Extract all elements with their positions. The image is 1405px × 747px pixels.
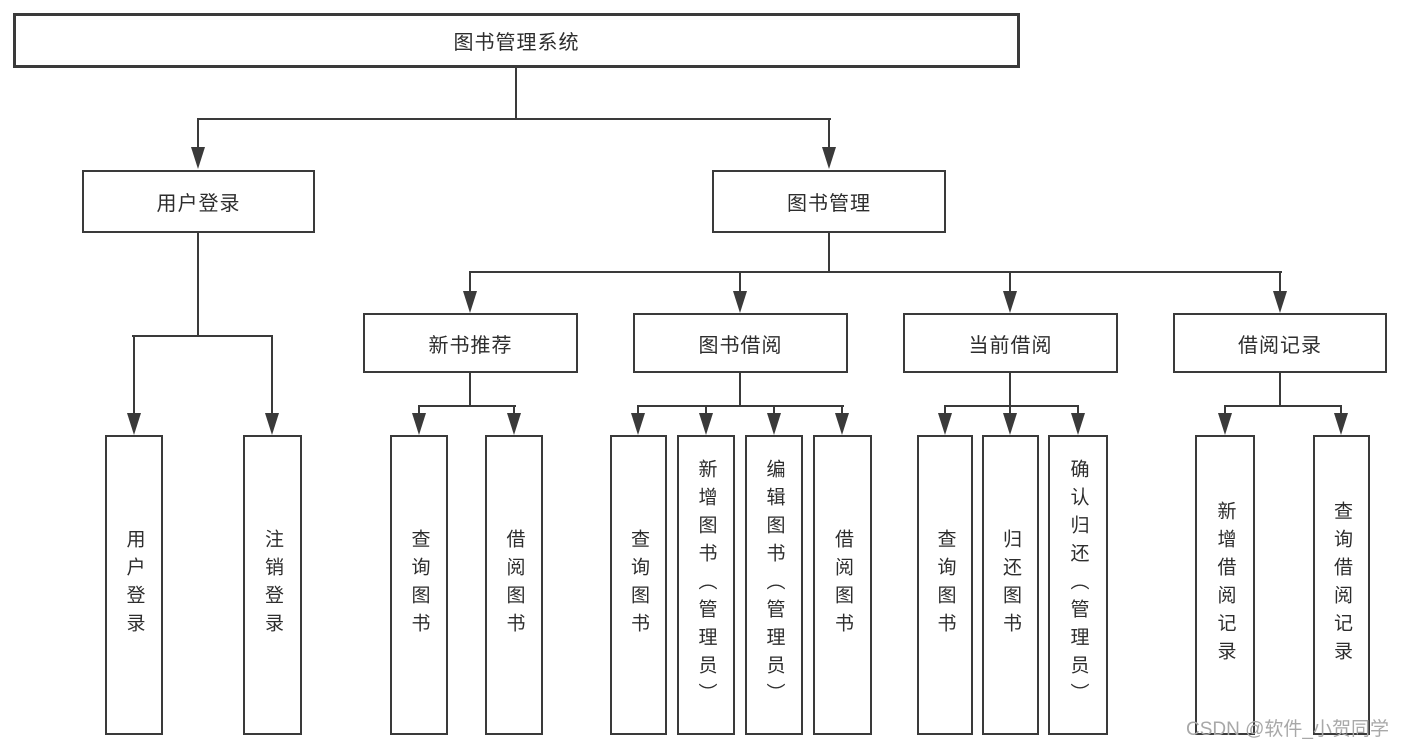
leaf-records-add-record: 新增借阅记录 [1195,435,1255,735]
connector-line [944,405,1079,407]
node-root-label: 图书管理系统 [453,32,580,54]
node-user-login-label: 用户登录 [156,193,241,215]
connector-line [515,68,517,118]
leaf-newbook-borrow-books-label: 借阅图书 [503,529,525,641]
connector-line [469,271,471,293]
arrow-down-icon [463,291,477,313]
node-borrow-records: 借阅记录 [1173,313,1387,373]
connector-line [197,233,199,335]
connector-line [418,405,516,407]
leaf-user-login: 用户登录 [105,435,163,735]
connector-line [705,405,707,415]
node-borrow-records-label: 借阅记录 [1238,334,1322,357]
arrow-down-icon [265,413,279,435]
node-book-borrow-label: 图书借阅 [698,334,783,357]
arrow-down-icon [835,413,849,435]
connector-line [1009,405,1011,415]
node-new-book-recommend-label: 新书推荐 [428,334,513,357]
connector-line [513,405,515,415]
arrow-down-icon [699,413,713,435]
connector-line [637,405,639,415]
leaf-borrow-query-books: 查询图书 [610,435,667,735]
leaf-records-add-record-label: 新增借阅记录 [1214,501,1236,669]
connector-line [773,405,775,415]
leaf-current-return-books-label: 归还图书 [1000,529,1021,641]
leaf-logout-label: 注销登录 [262,529,283,641]
arrow-down-icon [631,413,645,435]
arrow-down-icon [1273,291,1287,313]
arrow-down-icon [733,291,747,313]
connector-line [1279,271,1281,293]
leaf-user-login-label: 用户登录 [123,529,145,641]
connector-line [739,271,741,293]
arrow-down-icon [938,413,952,435]
connector-line [197,118,199,152]
leaf-borrow-edit-books-admin: 编辑图书（管理员） [745,435,803,735]
connector-line [637,405,844,407]
connector-line [1340,405,1342,415]
leaf-current-confirm-return-admin-label: 确认归还（管理员） [1067,459,1089,711]
connector-line [739,373,741,407]
arrow-down-icon [822,147,836,169]
leaf-newbook-query-books: 查询图书 [390,435,448,735]
connector-line [1009,373,1011,407]
arrow-down-icon [412,413,426,435]
leaf-borrow-edit-books-admin-label: 编辑图书（管理员） [763,459,785,711]
connector-line [1279,373,1281,407]
connector-line [1009,271,1011,293]
connector-line [828,233,830,271]
leaf-records-query-record-label: 查询借阅记录 [1331,501,1352,669]
arrow-down-icon [1071,413,1085,435]
node-current-borrow: 当前借阅 [903,313,1118,373]
connector-line [133,335,135,415]
arrow-down-icon [1003,413,1017,435]
arrow-down-icon [1218,413,1232,435]
csdn-watermark: CSDN @软件_小贺同学 [1186,719,1389,740]
node-new-book-recommend: 新书推荐 [363,313,578,373]
connector-line [271,335,273,415]
connector-line [1224,405,1226,415]
leaf-records-query-record: 查询借阅记录 [1313,435,1370,735]
leaf-current-confirm-return-admin: 确认归还（管理员） [1048,435,1108,735]
leaf-borrow-borrow-books: 借阅图书 [813,435,872,735]
leaf-current-query-books-label: 查询图书 [934,529,956,641]
arrow-down-icon [507,413,521,435]
node-book-management: 图书管理 [712,170,946,233]
leaf-current-query-books: 查询图书 [917,435,973,735]
connector-line [197,118,831,120]
arrow-down-icon [1003,291,1017,313]
node-current-borrow-label: 当前借阅 [968,334,1053,357]
connector-line [1224,405,1342,407]
leaf-borrow-add-books-admin: 新增图书（管理员） [677,435,735,735]
node-book-borrow: 图书借阅 [633,313,848,373]
connector-line [418,405,420,415]
connector-line [469,373,471,407]
node-user-login: 用户登录 [82,170,315,233]
leaf-borrow-borrow-books-label: 借阅图书 [832,529,853,641]
node-book-management-label: 图书管理 [787,193,871,215]
leaf-borrow-query-books-label: 查询图书 [628,529,649,641]
leaf-borrow-add-books-admin-label: 新增图书（管理员） [695,459,717,711]
node-root: 图书管理系统 [13,13,1020,68]
connector-line [944,405,946,415]
arrow-down-icon [191,147,205,169]
connector-line [469,271,1282,273]
leaf-newbook-borrow-books: 借阅图书 [485,435,543,735]
arrow-down-icon [127,413,141,435]
leaf-newbook-query-books-label: 查询图书 [408,529,430,641]
connector-line [132,335,273,337]
leaf-current-return-books: 归还图书 [982,435,1039,735]
arrow-down-icon [1334,413,1348,435]
connector-line [828,118,830,152]
connector-line [841,405,843,415]
arrow-down-icon [767,413,781,435]
leaf-logout: 注销登录 [243,435,302,735]
connector-line [1077,405,1079,415]
